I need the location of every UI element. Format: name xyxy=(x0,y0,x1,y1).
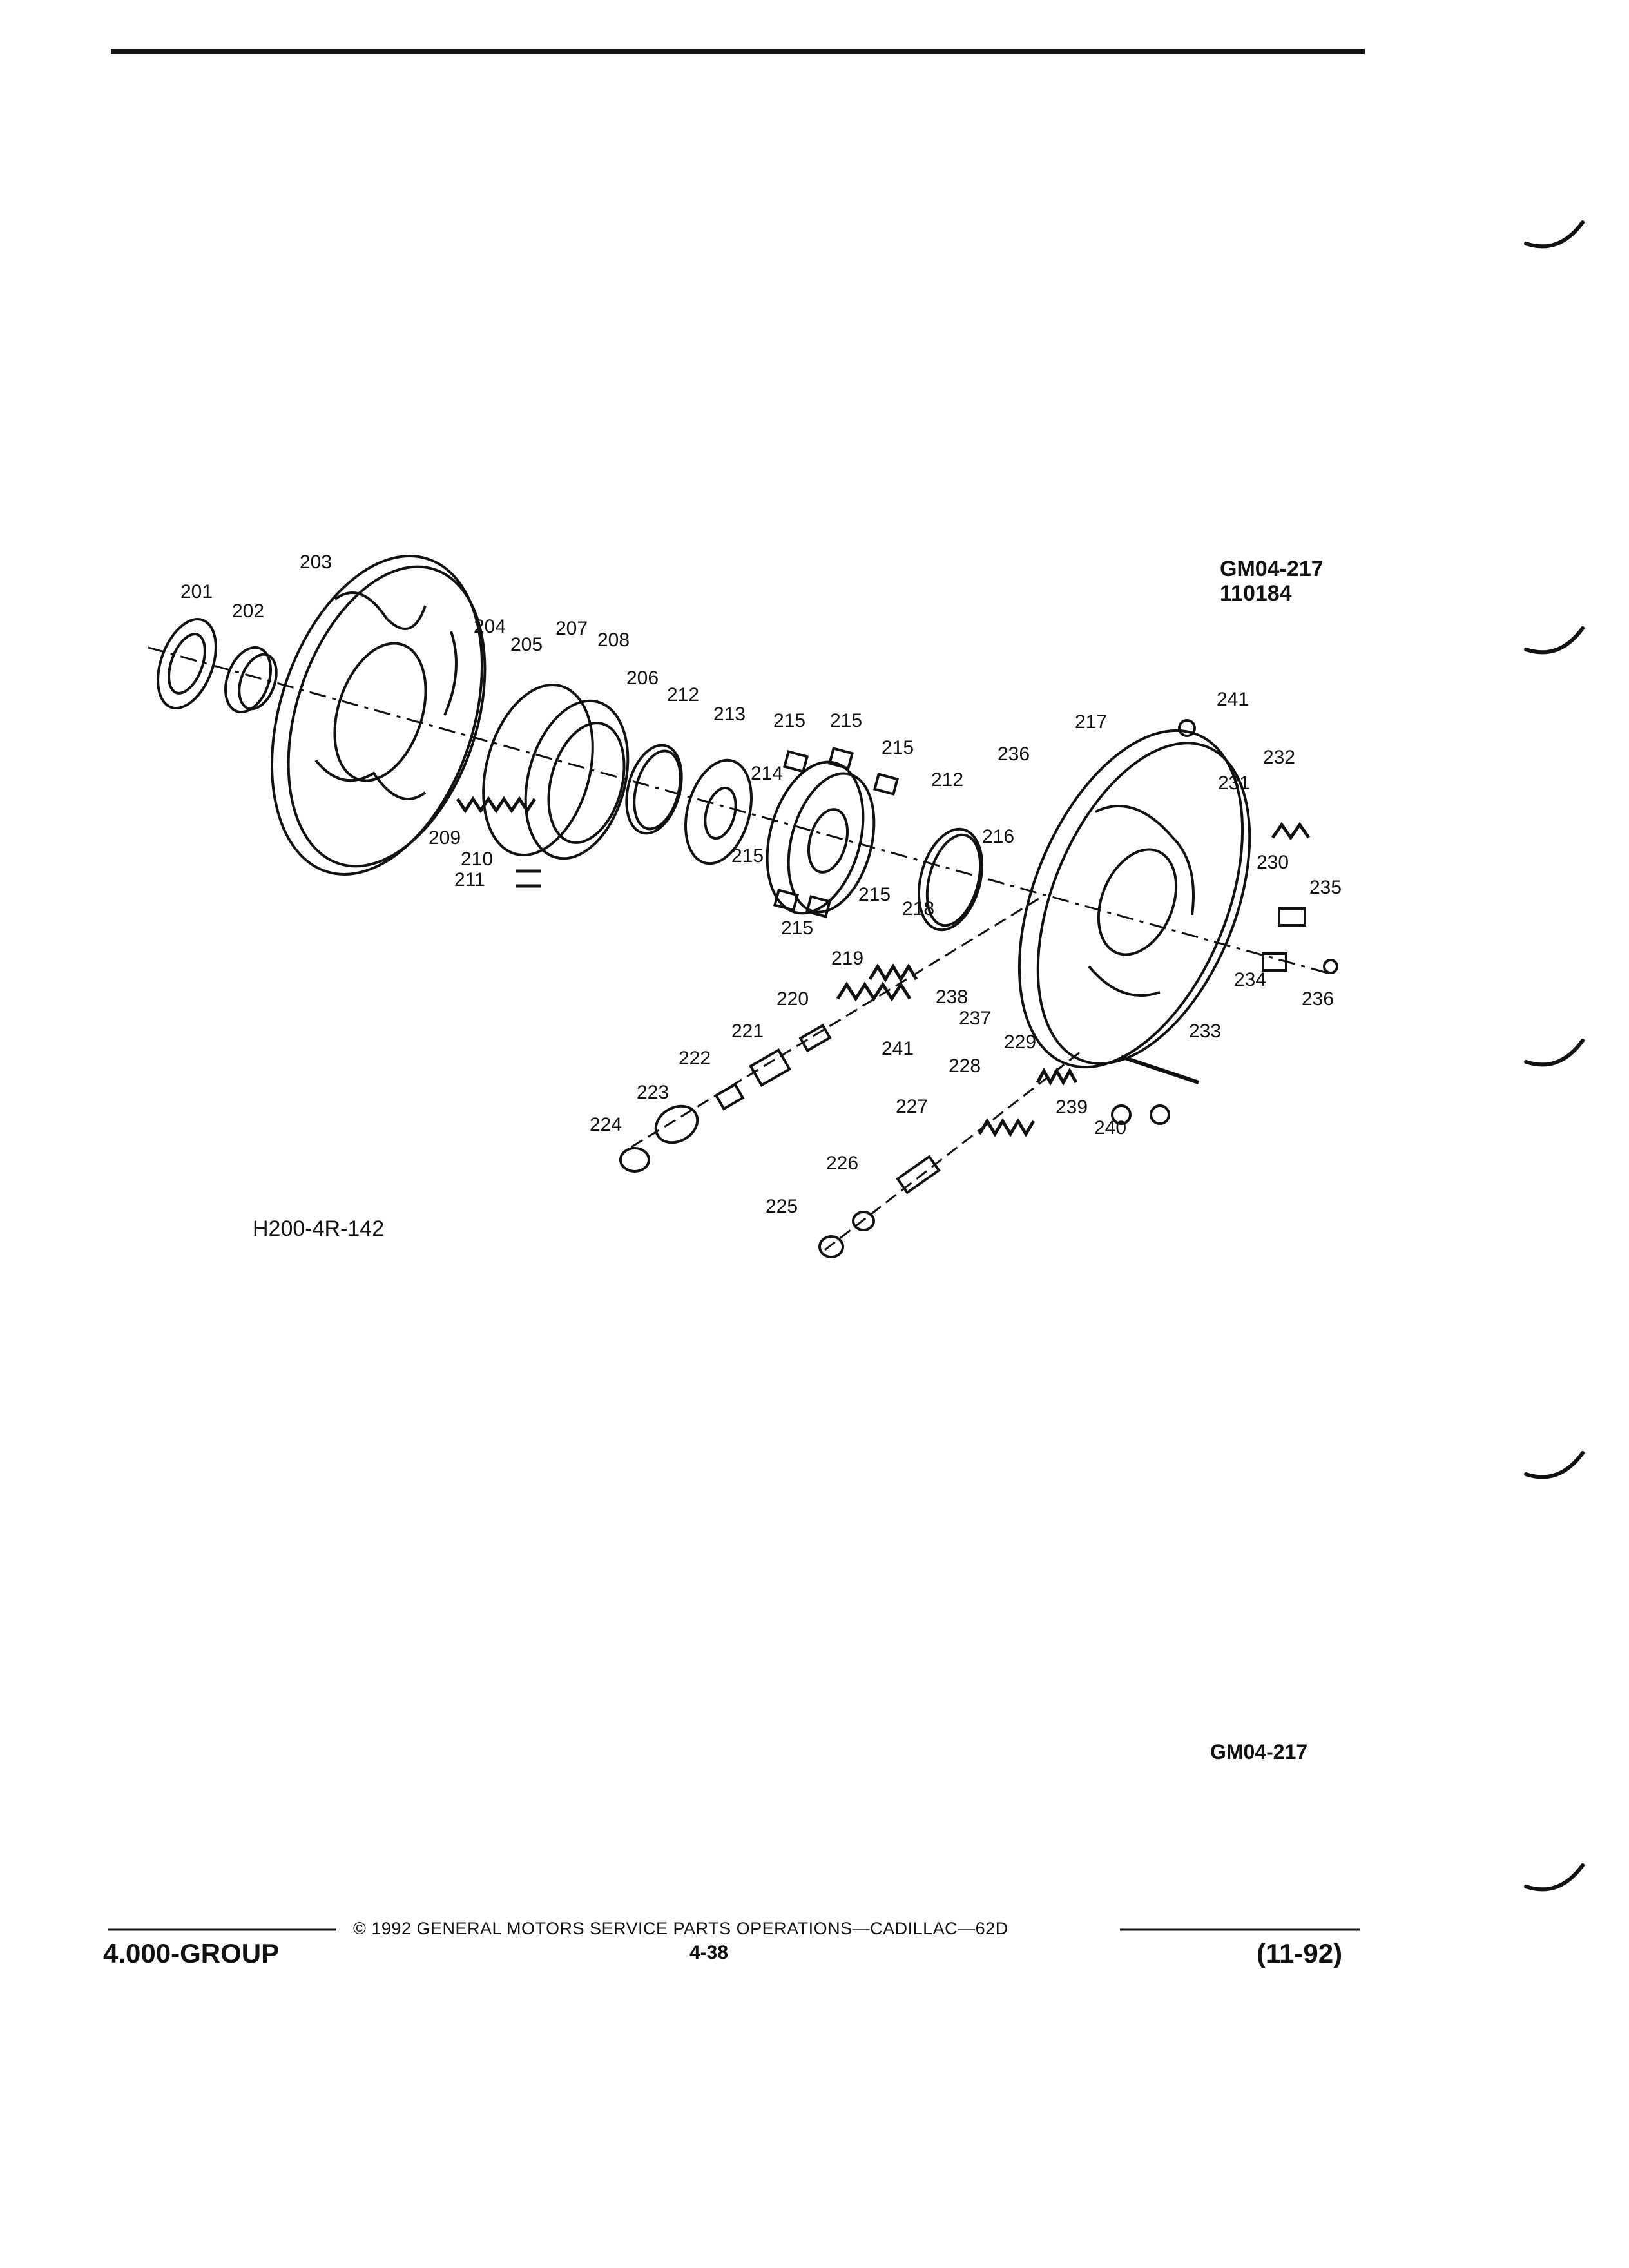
callout-215: 215 xyxy=(830,710,862,731)
callout-214: 214 xyxy=(751,763,783,784)
callout-228: 228 xyxy=(949,1055,981,1077)
part-drawings xyxy=(148,555,1338,1258)
callout-226: 226 xyxy=(826,1153,858,1174)
callout-203: 203 xyxy=(300,552,332,573)
callout-234: 234 xyxy=(1234,969,1266,990)
callout-215: 215 xyxy=(858,884,891,905)
callout-221: 221 xyxy=(731,1021,764,1042)
callout-224: 224 xyxy=(590,1114,622,1135)
copyright-line: © 1992 GENERAL MOTORS SERVICE PARTS OPER… xyxy=(353,1919,1008,1938)
callout-241: 241 xyxy=(882,1038,914,1059)
callout-201: 201 xyxy=(180,581,213,602)
callout-213: 213 xyxy=(713,704,746,725)
callout-207: 207 xyxy=(555,618,588,639)
callout-229: 229 xyxy=(1004,1032,1036,1053)
callout-223: 223 xyxy=(637,1082,669,1103)
callout-208: 208 xyxy=(597,629,630,651)
binder-marks xyxy=(1524,220,1585,1892)
callout-219: 219 xyxy=(831,948,863,969)
callout-215: 215 xyxy=(773,710,805,731)
callout-211: 211 xyxy=(454,869,485,890)
callout-206: 206 xyxy=(626,668,659,689)
callout-217: 217 xyxy=(1075,711,1107,733)
callout-233: 233 xyxy=(1189,1021,1221,1042)
callout-215: 215 xyxy=(781,918,813,939)
callout-236: 236 xyxy=(1302,988,1334,1010)
callout-235: 235 xyxy=(1309,877,1342,898)
callout-241: 241 xyxy=(1217,689,1249,710)
callout-237: 237 xyxy=(959,1008,991,1029)
callout-227: 227 xyxy=(896,1096,928,1117)
callout-212: 212 xyxy=(931,769,963,791)
callout-205: 205 xyxy=(510,634,543,655)
callout-238: 238 xyxy=(936,986,968,1008)
callout-220: 220 xyxy=(776,988,809,1010)
callout-218: 218 xyxy=(902,898,934,919)
bottom-diagram-code: GM04-217 xyxy=(1210,1740,1308,1763)
callout-215: 215 xyxy=(882,737,914,758)
callout-230: 230 xyxy=(1257,852,1289,873)
callout-236: 236 xyxy=(998,744,1030,765)
diagram-code: GM04-217 xyxy=(1220,557,1324,581)
group-label: 4.000-GROUP xyxy=(103,1938,280,1968)
callout-240: 240 xyxy=(1094,1117,1126,1139)
diagram-subcode: 110184 xyxy=(1220,581,1292,606)
callout-204: 204 xyxy=(474,616,506,637)
callout-210: 210 xyxy=(461,849,493,870)
callout-216: 216 xyxy=(982,826,1014,847)
callout-231: 231 xyxy=(1218,773,1250,794)
callout-212: 212 xyxy=(667,684,699,706)
callout-215: 215 xyxy=(731,845,764,867)
callout-239: 239 xyxy=(1055,1097,1088,1118)
callout-202: 202 xyxy=(232,601,264,622)
callout-232: 232 xyxy=(1263,747,1295,768)
page-number: 4-38 xyxy=(689,1942,729,1963)
callout-225: 225 xyxy=(766,1196,798,1217)
callout-209: 209 xyxy=(429,827,461,849)
revision-date: (11-92) xyxy=(1257,1938,1343,1968)
callout-222: 222 xyxy=(679,1048,711,1069)
figure-id: H200-4R-142 xyxy=(253,1216,385,1241)
